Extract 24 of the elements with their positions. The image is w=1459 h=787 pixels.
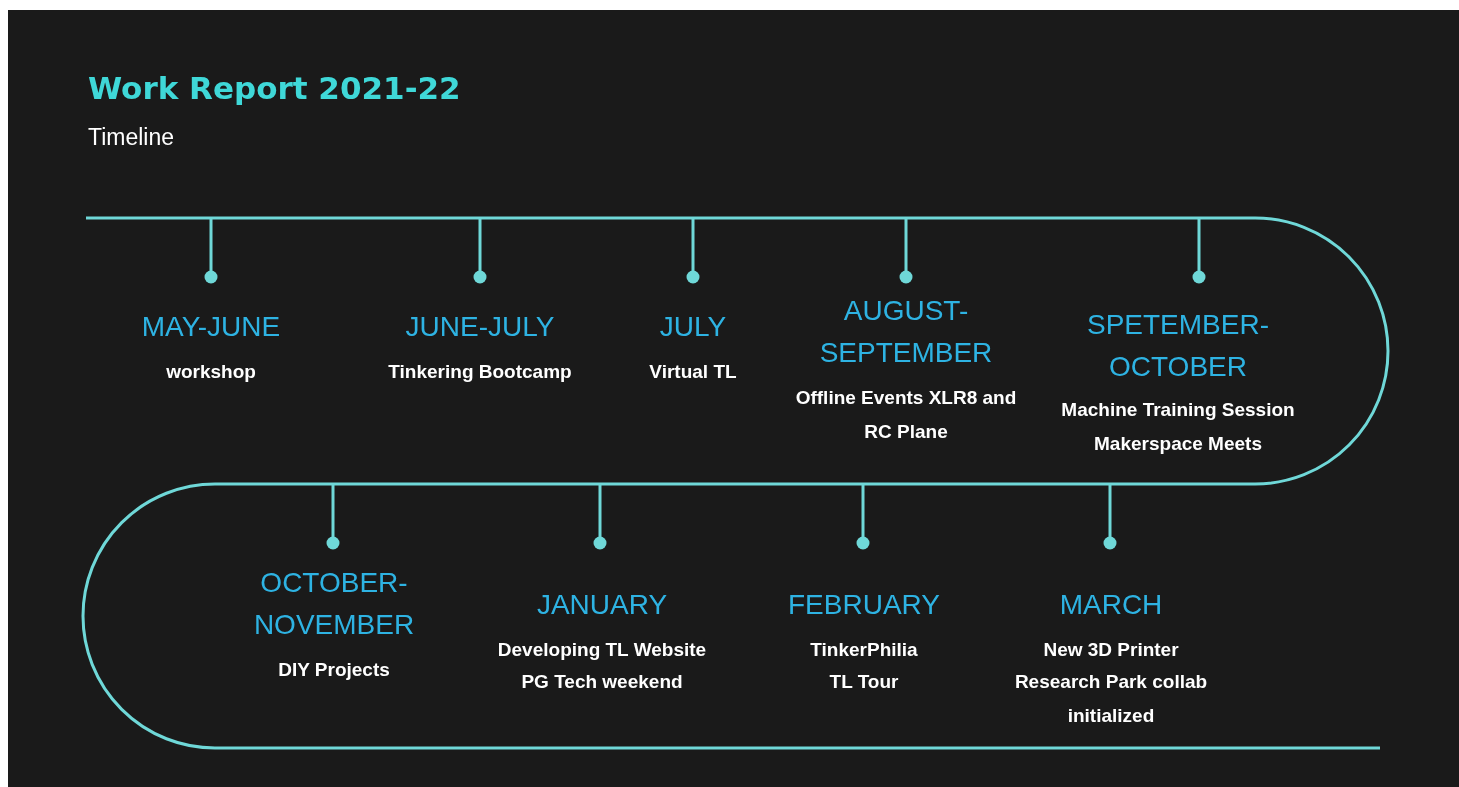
milestone-description: Virtual TL [649, 360, 737, 384]
milestone-description: workshop [166, 360, 256, 384]
milestone-date: AUGUST-SEPTEMBER [818, 294, 994, 370]
milestone-description: Machine Training Session [1061, 398, 1295, 422]
milestone-description: Makerspace Meets [1094, 432, 1262, 456]
milestone-description: Tinkering Bootcamp [388, 360, 572, 384]
milestone-description: TinkerPhilia [810, 638, 918, 662]
milestone-date: FEBRUARY [788, 588, 940, 622]
milestone-description: TL Tour [829, 670, 899, 694]
milestone-date: SPETEMBER-OCTOBER [1086, 308, 1270, 384]
milestone-description: DIY Projects [278, 658, 390, 682]
milestone-description: Developing TL Website [497, 638, 707, 662]
milestone-date: JULY [659, 310, 727, 344]
subtitle: Timeline [88, 123, 175, 152]
milestone-description: Research Park collab initialized [1013, 670, 1209, 728]
title: Work Report 2021-22 [88, 69, 461, 108]
milestone-date: JUNE-JULY [405, 310, 555, 344]
milestone-description: PG Tech weekend [521, 670, 683, 694]
milestone-date: MARCH [1059, 588, 1163, 622]
milestone-description: Offline Events XLR8 and RC Plane [794, 386, 1018, 444]
milestone-date: JANUARY [536, 588, 668, 622]
milestone-date: OCTOBER-NOVEMBER [252, 566, 416, 642]
milestone-description: New 3D Printer [1043, 638, 1179, 662]
milestone-date: MAY-JUNE [141, 310, 281, 344]
